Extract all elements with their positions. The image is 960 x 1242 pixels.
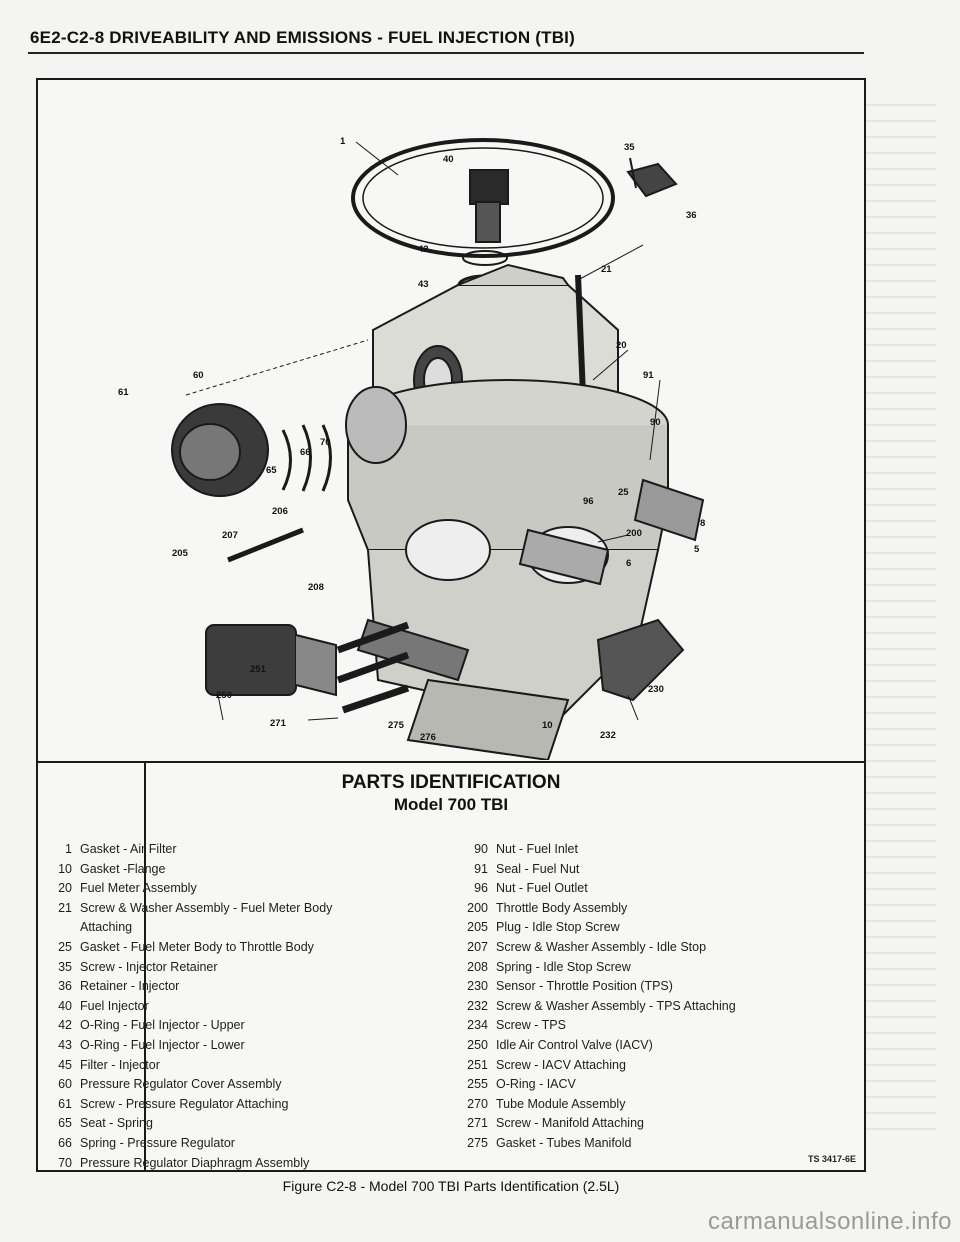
- diagram-label: 5: [694, 544, 700, 555]
- diagram-label: 1: [340, 136, 346, 147]
- figure-caption: Figure C2-8 - Model 700 TBI Parts Identi…: [282, 1178, 620, 1194]
- diagram-label: 230: [648, 684, 664, 695]
- diagram-label: 275: [388, 720, 405, 731]
- watermark: carmanualsonline.info: [708, 1208, 952, 1235]
- diagram-label: 66: [300, 447, 311, 458]
- diagram-label: 271: [270, 718, 287, 729]
- diagram-label: 65: [266, 465, 277, 476]
- diagram-label: 96: [583, 496, 594, 507]
- diagram-label: 207: [222, 530, 238, 541]
- diagram-label: 90: [650, 417, 661, 428]
- diagram-label: 250: [216, 690, 232, 701]
- diagram-label: 208: [308, 582, 324, 593]
- diagram-label: 36: [686, 210, 697, 221]
- diagram-label: 40: [443, 154, 454, 165]
- parts-subtitle: Model 700 TBI: [393, 795, 509, 814]
- diagram-label: 43: [418, 279, 429, 290]
- diagram-label: 60: [193, 370, 204, 381]
- diagram-label: 91: [643, 370, 654, 381]
- parts-row: Attaching: [80, 920, 133, 935]
- diagram-label: 276: [420, 732, 436, 743]
- diagram-label: 232: [600, 730, 616, 741]
- diagram-label: 200: [626, 528, 642, 539]
- diagram-label: 21: [601, 264, 612, 275]
- diagram-label: 42: [418, 244, 429, 255]
- diagram-label: 10: [542, 720, 553, 731]
- figure-code: TS 3417-6E: [807, 1154, 856, 1164]
- page-header: 6E2-C2-8 DRIVEABILITY AND EMISSIONS - FU…: [30, 28, 575, 47]
- diagram-label: 205: [172, 548, 189, 559]
- diagram-label: 6: [626, 558, 631, 569]
- diagram-label: 8: [700, 518, 705, 529]
- diagram-label: 25: [618, 487, 629, 498]
- parts-title: PARTS IDENTIFICATION: [341, 772, 561, 793]
- bleed-through-text: [866, 90, 936, 1140]
- diagram-label: 70: [320, 437, 331, 448]
- divider: [146, 761, 864, 763]
- diagram-label: 35: [624, 142, 635, 153]
- diagram-label: 61: [118, 387, 129, 398]
- divider-vertical: [144, 761, 146, 1170]
- diagram-label: 206: [272, 506, 288, 517]
- figure-frame: 1 40 35 36 42 43 21 20 60 61 65 66 70 91…: [36, 78, 866, 1172]
- diagram-label: 251: [250, 664, 267, 675]
- divider-stub: [38, 761, 146, 763]
- diagram-label: 20: [616, 340, 627, 351]
- header-rule: [28, 52, 864, 54]
- exploded-view-diagram: 1 40 35 36 42 43 21 20 60 61 65 66 70 91…: [118, 136, 705, 760]
